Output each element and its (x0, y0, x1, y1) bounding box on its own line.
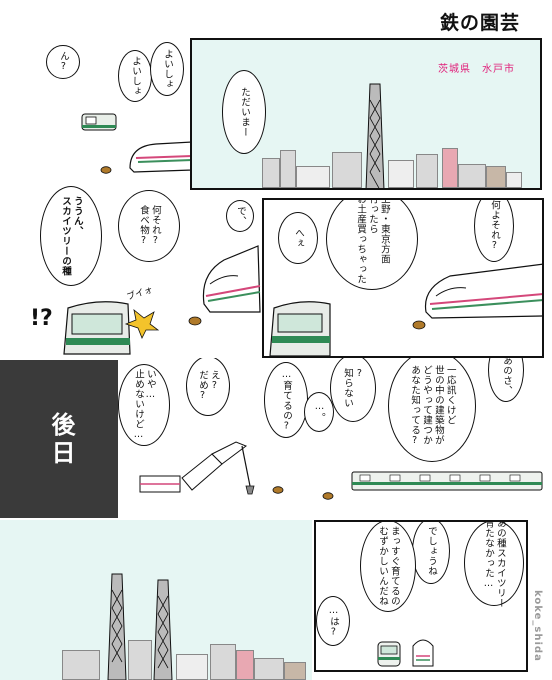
building (62, 650, 100, 680)
express-train-digging-illustration (139, 441, 255, 495)
green-train-side-illustration (351, 471, 543, 491)
impact-burst-icon (124, 309, 160, 339)
panel-row4-skyline (0, 520, 312, 680)
speech-bubble-deshoune: でしょうね (412, 522, 450, 584)
white-express-train-front-illustration (202, 245, 261, 313)
seed-icon (272, 486, 284, 494)
building (486, 166, 506, 188)
green-train-front-illustration (63, 301, 131, 355)
panel-row2-left: ううん、 スカイツリーの種 何それ? 食べ物? で、 !? ブイォ (0, 186, 260, 365)
building (332, 152, 362, 188)
speech-bubble-yoisho-2: よいしょ (150, 42, 184, 96)
panel-row2-train-speech (116, 198, 261, 358)
art-tower-sprout-illustration (107, 573, 127, 680)
speech-bubble-tadaima: ただいまー (222, 70, 266, 154)
speech-bubble-e-dame: え? だめ? (186, 358, 230, 416)
building (128, 640, 152, 680)
speech-bubble-ichiou: 一応訊くけど 世の中の建築物が どうやって建つか あなた知ってる? (388, 358, 476, 462)
building (284, 662, 306, 680)
seed-icon (188, 316, 202, 326)
building (210, 644, 236, 680)
panel-row2-right: へぇ 上野・東京方面 行ったら お土産買っちゃった 何よそれ? (262, 198, 544, 358)
art-tower-mito-illustration (365, 83, 385, 188)
speech-bubble-sodateru: …育てるの? (264, 362, 308, 438)
white-express-train-front-illustration (424, 263, 542, 319)
later-caption-block: 後日 (0, 360, 118, 518)
building (176, 654, 208, 680)
speech-bubble-yoisho-1: よいしょ (118, 50, 152, 102)
green-train-small-illustration (377, 641, 401, 667)
speech-bubble-dots: …。 (304, 392, 334, 432)
building (506, 172, 522, 188)
building (458, 164, 486, 188)
speech-bubble-hee: へぇ (278, 212, 318, 264)
seed-icon (322, 492, 334, 500)
building (416, 154, 438, 188)
speech-bubble-nanyo-sore: 何よそれ? (474, 200, 514, 262)
speech-bubble-n: ん? (46, 45, 80, 79)
comic-title: 鉄の園芸 (440, 12, 521, 34)
speech-bubble-shiranai: ? 知らない (330, 358, 376, 422)
green-train-front-illustration (269, 301, 331, 356)
building (254, 658, 284, 680)
green-train-illustration (81, 113, 117, 131)
building (442, 148, 458, 188)
speech-bubble-anosa: …あのさ、 (488, 358, 524, 402)
seed-icon (100, 166, 112, 174)
speech-bubble-ha: …は? (316, 596, 350, 646)
white-express-train-small-illustration (412, 639, 434, 667)
building (388, 160, 414, 188)
speech-bubble-nanisore-tabemono: 何それ? 食べ物? (118, 190, 180, 262)
building (236, 650, 254, 680)
speech-bubble-massugu: まっすぐ育てるの むずかしいんだね (360, 522, 416, 612)
panel-row3: いや… 止めないけど… え? だめ? …育てるの? …。 ? 知らない 一応訊く… (116, 358, 544, 508)
building (280, 150, 296, 188)
speech-bubble-de: で、 (226, 200, 254, 232)
artist-credit: koke_shida (532, 590, 543, 662)
speech-bubble-uun-skytree-seed: ううん、 スカイツリーの種 (40, 186, 102, 286)
building (296, 166, 330, 188)
building (262, 158, 280, 188)
speech-bubble-ueno-souvenir: 上野・東京方面 行ったら お土産買っちゃった (326, 200, 418, 290)
white-express-train-illustration (129, 141, 193, 173)
speech-bubble-anotane: あの種スカイツリー 育たなかった… (464, 522, 524, 608)
panel-row4-final: あの種スカイツリー 育たなかった… でしょうね まっすぐ育てるの むずかしいんだ… (314, 520, 528, 672)
later-caption-text: 後日 (47, 412, 75, 468)
seed-icon (412, 320, 426, 330)
speech-bubble-iya-tomenai: いや… 止めないけど… (118, 364, 170, 446)
panel-mito-cityscape: 茨城県 水戸市 ただいまー (190, 38, 542, 190)
art-tower-sprout-illustration (153, 579, 173, 680)
location-caption: 茨城県 水戸市 (438, 64, 515, 75)
exclamation-interrobang: !? (30, 306, 53, 331)
